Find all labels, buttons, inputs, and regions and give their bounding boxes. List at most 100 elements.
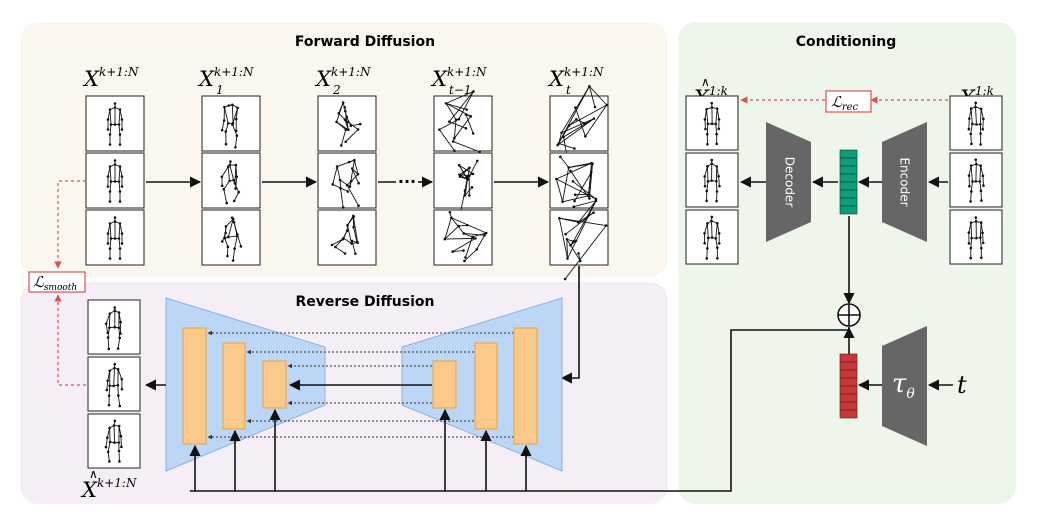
joint — [347, 128, 350, 131]
joint — [472, 173, 475, 176]
joint — [221, 175, 224, 178]
joint — [444, 238, 447, 241]
joint — [715, 123, 718, 126]
latent-cell — [840, 182, 857, 190]
feature-map-enc-3 — [263, 361, 286, 408]
joint — [981, 128, 984, 131]
joint — [119, 247, 122, 250]
joint — [715, 200, 718, 203]
joint — [969, 133, 972, 136]
joint — [345, 115, 348, 118]
joint — [109, 165, 112, 168]
joint — [718, 242, 721, 245]
joint — [339, 179, 342, 182]
joint — [450, 216, 453, 219]
joint — [107, 348, 110, 351]
joint — [109, 143, 112, 146]
joint — [468, 194, 471, 197]
joint — [574, 193, 577, 196]
joint — [107, 175, 110, 178]
joint — [108, 460, 111, 463]
joint — [240, 245, 243, 248]
joint — [568, 124, 571, 127]
joint — [113, 306, 116, 309]
joint — [106, 379, 109, 382]
conditioning-input-frame — [950, 210, 1002, 264]
joint — [968, 128, 971, 131]
joint — [704, 128, 707, 131]
joint — [107, 232, 110, 235]
joint — [464, 256, 467, 259]
frame-border — [88, 414, 140, 468]
joint — [971, 180, 974, 183]
joint — [574, 106, 577, 109]
joint — [971, 123, 974, 126]
forward-frame — [202, 210, 260, 265]
bone — [707, 166, 708, 181]
forward-frame — [86, 210, 144, 265]
forward-step-label-3-sub: t−1 — [449, 83, 472, 97]
joint — [560, 131, 563, 134]
joint — [452, 140, 455, 143]
joint — [455, 118, 458, 121]
joint — [974, 158, 977, 161]
joint — [706, 247, 709, 250]
joint — [438, 128, 441, 131]
feature-map-enc-2 — [223, 343, 245, 429]
joint — [465, 108, 468, 111]
time-embedding-cell — [840, 354, 857, 362]
joint — [225, 143, 228, 146]
joint — [588, 197, 591, 200]
joint — [117, 394, 120, 397]
joint — [234, 187, 237, 190]
joint — [109, 200, 112, 203]
joint — [592, 211, 595, 214]
joint — [114, 220, 117, 223]
joint — [573, 200, 576, 203]
joint — [110, 237, 113, 240]
joint — [113, 363, 116, 366]
latent-cell — [840, 166, 857, 174]
joint — [566, 238, 569, 241]
joint — [118, 337, 121, 340]
joint — [223, 119, 226, 122]
joint — [354, 252, 357, 255]
joint — [562, 136, 565, 139]
joint — [718, 232, 721, 235]
joint — [114, 309, 117, 312]
joint — [234, 182, 237, 185]
joint — [119, 108, 122, 111]
joint — [348, 161, 351, 164]
joint — [114, 102, 117, 105]
joint — [351, 240, 354, 243]
joint — [121, 242, 124, 245]
joint — [351, 167, 354, 170]
joint — [235, 130, 238, 133]
joint — [108, 326, 111, 329]
joint — [605, 104, 608, 107]
joint — [471, 186, 474, 189]
joint — [344, 140, 347, 143]
joint — [458, 164, 461, 167]
joint — [342, 101, 345, 104]
joint — [113, 424, 116, 427]
bone — [705, 119, 706, 129]
joint — [451, 250, 454, 253]
joint — [221, 185, 224, 188]
joint — [567, 166, 570, 169]
joint — [974, 102, 977, 105]
joint — [980, 199, 983, 202]
joint — [224, 232, 227, 235]
joint — [982, 175, 985, 178]
forward-step-label-2-sub: 2 — [332, 83, 341, 97]
joint — [577, 252, 580, 255]
joint — [468, 166, 471, 169]
joint — [346, 121, 349, 124]
latent-cell — [840, 150, 857, 158]
joint — [118, 123, 121, 126]
feature-map-dec-1 — [514, 328, 537, 444]
joint — [339, 187, 342, 190]
forward-frame — [434, 90, 492, 153]
joint — [226, 255, 229, 258]
